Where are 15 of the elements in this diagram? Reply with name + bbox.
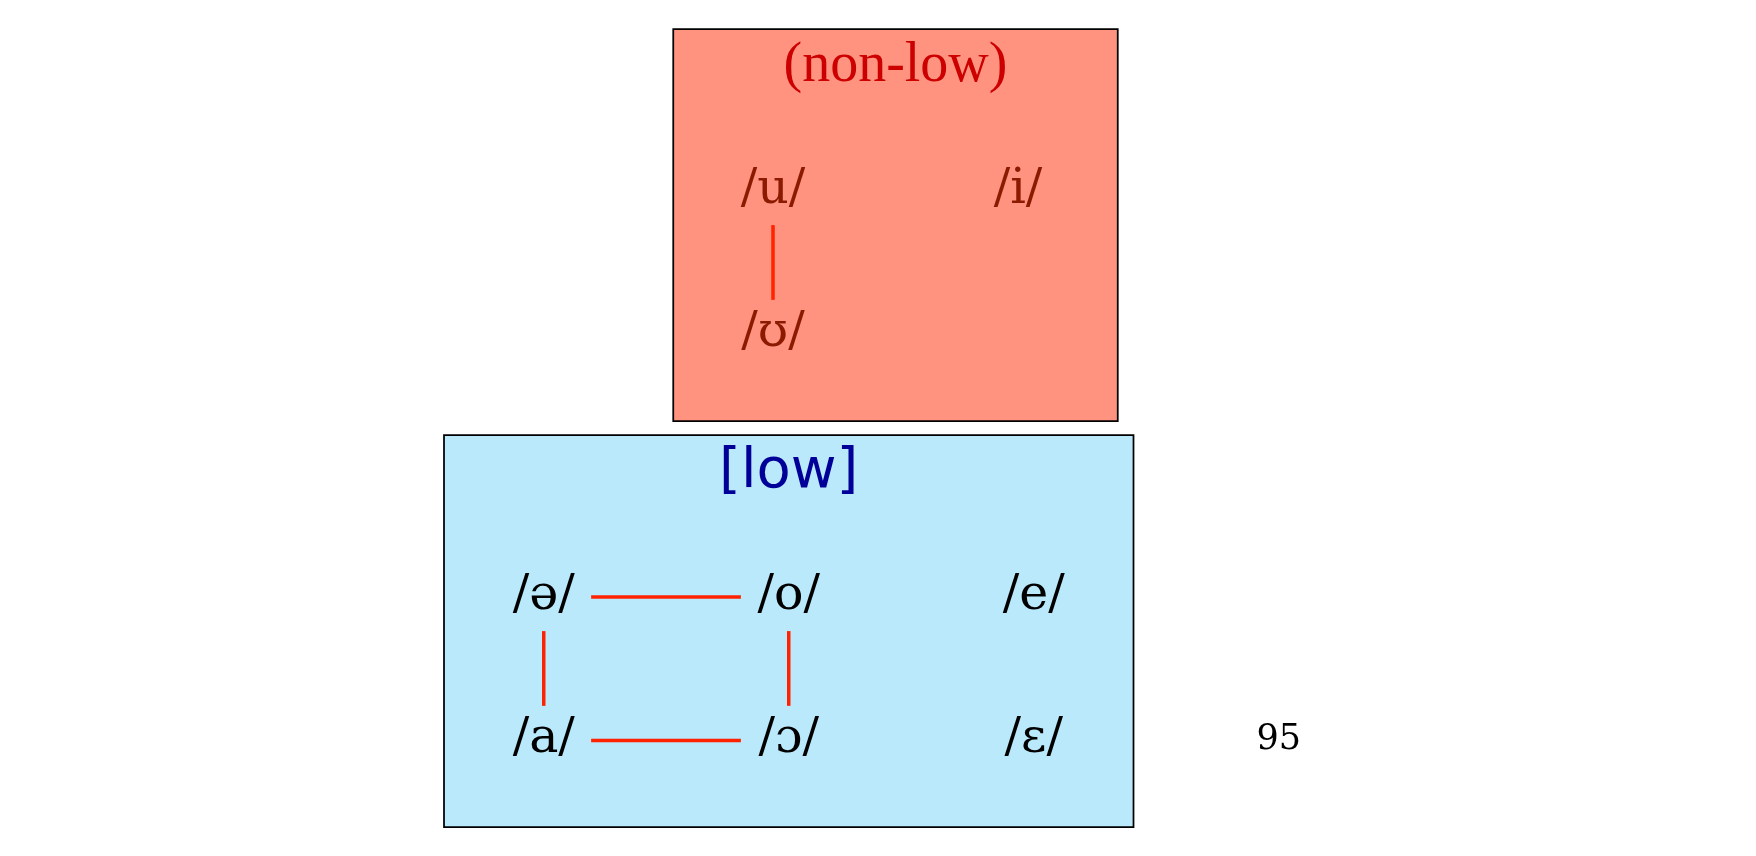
connector [771,225,775,300]
connector [591,738,741,743]
node-text: /ɛ/ [1004,707,1063,765]
node-text: /ʊ/ [741,301,805,359]
connector [591,595,741,599]
node-text: /ə/ [512,563,575,621]
node-text: /a/ [512,707,575,765]
node-text: /u/ [740,157,806,215]
connector [787,631,791,706]
connector [542,631,546,706]
node-text: /ɔ/ [758,707,819,765]
node-text: /o/ [757,563,821,621]
label: 95 [1256,717,1302,758]
node-text: /e/ [1002,563,1065,621]
node-text: /i/ [993,157,1043,215]
